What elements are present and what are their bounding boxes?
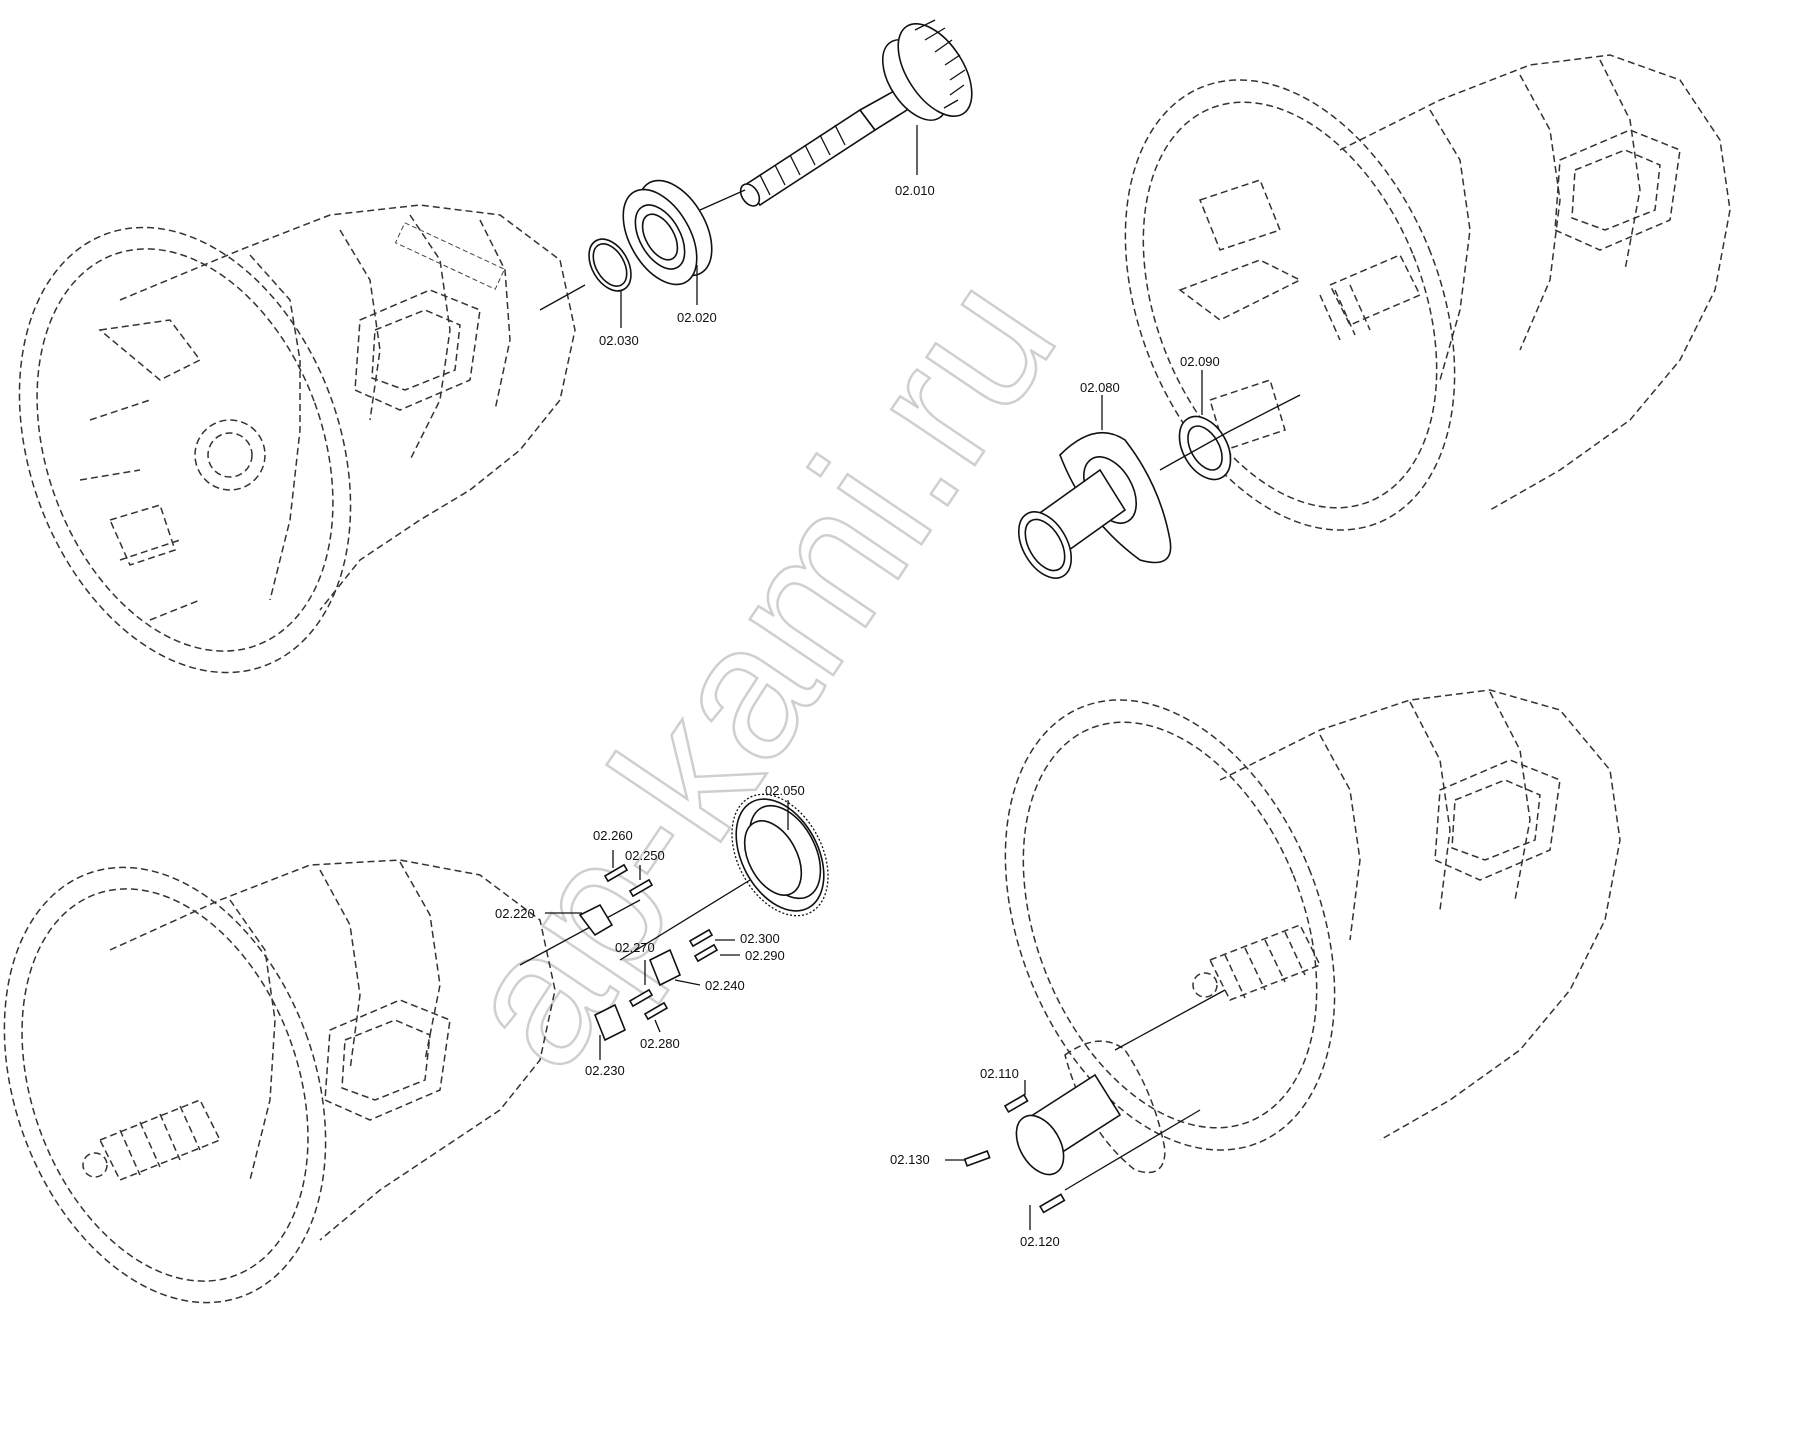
- callout-02-300: 02.300: [740, 931, 780, 946]
- part-02-130-bolt: [963, 1150, 991, 1167]
- part-02-250-bolt: [628, 878, 654, 898]
- transmission-housing-bottom-right: [1004, 689, 1621, 1151]
- part-02-090-seal-ring: [1178, 415, 1232, 481]
- callout-02-120: 02.120: [1020, 1234, 1060, 1249]
- watermark-text: ap-kami.ru: [418, 240, 1096, 1103]
- part-02-260-bolt: [603, 863, 629, 883]
- transmission-housing-top-left: [18, 204, 576, 674]
- callout-02-010: 02.010: [895, 183, 935, 198]
- part-02-080-bearing-cover: [1017, 431, 1172, 579]
- part-02-110-bolt: [1003, 1093, 1029, 1114]
- part-02-280-bolt: [643, 1001, 669, 1021]
- part-02-030-snap-ring: [588, 238, 632, 292]
- callout-02-270: 02.270: [615, 940, 655, 955]
- callout-02-130: 02.130: [890, 1152, 930, 1167]
- part-02-220-bracket: [578, 903, 614, 937]
- callout-02-250: 02.250: [625, 848, 665, 863]
- part-02-300-bolt: [688, 928, 714, 948]
- part-02-270-bolt: [628, 988, 654, 1008]
- part-02-230-bracket: [593, 1003, 627, 1042]
- callout-02-240: 02.240: [705, 978, 745, 993]
- part-02-020-bearing: [622, 179, 713, 286]
- callout-02-020: 02.020: [677, 310, 717, 325]
- part-02-290-bolt: [693, 943, 719, 963]
- callout-02-280: 02.280: [640, 1036, 680, 1051]
- callout-02-260: 02.260: [593, 828, 633, 843]
- callout-02-220: 02.220: [495, 906, 535, 921]
- callout-02-230: 02.230: [585, 1063, 625, 1078]
- transmission-housing-top-right: [1124, 54, 1731, 531]
- transmission-housing-bottom-left: [3, 859, 556, 1304]
- callout-02-050: 02.050: [765, 783, 805, 798]
- part-02-120-bolt: [1039, 1193, 1066, 1214]
- callout-02-090: 02.090: [1180, 354, 1220, 369]
- part-02-050-gear-ring: [731, 793, 829, 917]
- callout-02-080: 02.080: [1080, 380, 1120, 395]
- part-02-240-bracket: [648, 948, 682, 987]
- callout-02-290: 02.290: [745, 948, 785, 963]
- callout-02-030: 02.030: [599, 333, 639, 348]
- part-02-010-input-shaft: [739, 19, 973, 207]
- callout-02-110: 02.110: [980, 1066, 1019, 1081]
- part-cover-dashed-bottom-right: [1015, 1040, 1166, 1176]
